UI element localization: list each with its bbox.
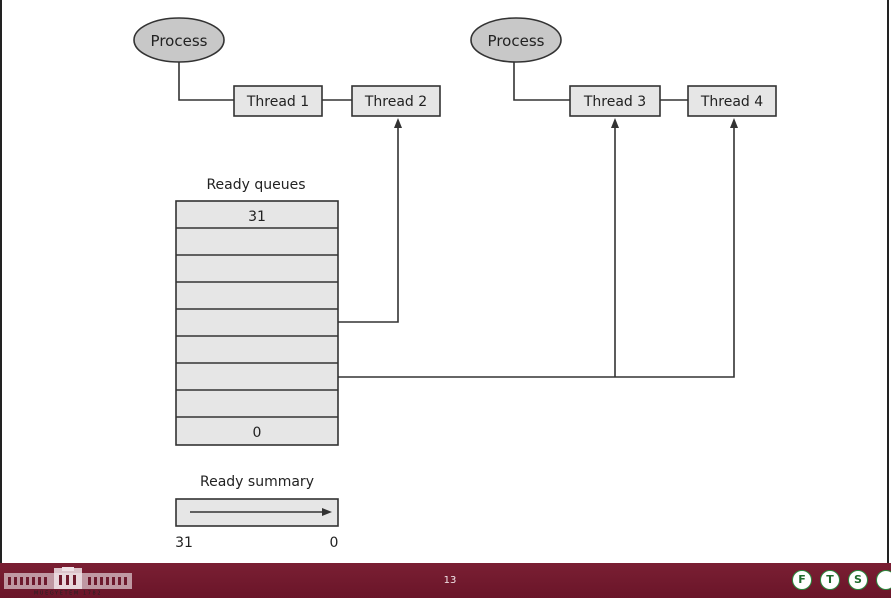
thread-2-box: Thread 2 bbox=[351, 85, 441, 117]
university-building-logo: MŰEGYETEM 1782 bbox=[4, 567, 132, 597]
process-right-connector bbox=[513, 60, 570, 101]
ready-summary-bitmask bbox=[175, 498, 339, 527]
fts-badges: F T S bbox=[790, 570, 891, 592]
thread-4-label: Thread 4 bbox=[700, 94, 763, 110]
queue-top-priority-label: 31 bbox=[248, 209, 266, 225]
process-left-node: Process bbox=[133, 17, 225, 63]
slide-footer: MŰEGYETEM 1782 13 F T S bbox=[0, 563, 891, 598]
queue-bottom-priority-label: 0 bbox=[253, 425, 262, 441]
queue-to-thread3-thread4-arrow bbox=[338, 126, 735, 378]
thread-4-box: Thread 4 bbox=[687, 85, 777, 117]
badge-s-icon: S bbox=[848, 570, 868, 590]
badge-f-icon: F bbox=[792, 570, 812, 590]
page-number: 13 bbox=[443, 575, 457, 586]
badge-partial-icon bbox=[876, 570, 891, 590]
thread-2-label: Thread 2 bbox=[364, 94, 427, 110]
process-left-label: Process bbox=[151, 32, 208, 50]
ready-queues-table bbox=[175, 200, 339, 446]
ready-queues-title: Ready queues bbox=[206, 177, 305, 193]
svg-text:MŰEGYETEM 1782: MŰEGYETEM 1782 bbox=[34, 590, 102, 596]
thread-scheduling-diagram: Process Process Thread 1 Thread 2 Thread… bbox=[133, 17, 777, 551]
summary-right-label: 0 bbox=[330, 535, 339, 551]
summary-left-label: 31 bbox=[175, 535, 193, 551]
ready-summary-title: Ready summary bbox=[200, 474, 314, 490]
thread-3-label: Thread 3 bbox=[583, 94, 646, 110]
slide-canvas: Process Process Thread 1 Thread 2 Thread… bbox=[0, 0, 889, 563]
badge-t-icon: T bbox=[820, 570, 840, 590]
queue-to-thread2-arrow bbox=[338, 126, 399, 323]
process-left-connector bbox=[178, 60, 234, 101]
process-right-node: Process bbox=[470, 17, 562, 63]
process-right-label: Process bbox=[488, 32, 545, 50]
thread-1-box: Thread 1 bbox=[233, 85, 323, 117]
thread-1-label: Thread 1 bbox=[246, 94, 309, 110]
thread-3-box: Thread 3 bbox=[569, 85, 661, 117]
